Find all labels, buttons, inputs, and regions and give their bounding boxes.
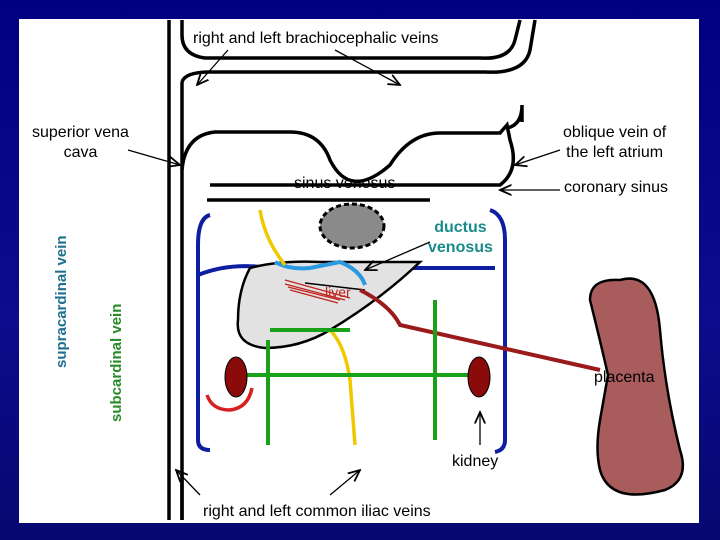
label-sinus-venosus: sinus venosus (294, 175, 396, 192)
label-arrows (127, 49, 561, 496)
subcardinal-vein-lines (247, 300, 490, 445)
left-kidney (224, 356, 248, 398)
label-placenta: placenta (594, 369, 655, 386)
left-vein-trunk (167, 19, 537, 520)
label-brachiocephalic: right and left brachiocephalic veins (193, 30, 439, 47)
sinus-venosus-outline (180, 104, 524, 202)
label-supracardinal-vein: supracardinal vein (53, 235, 70, 368)
liver-shape (236, 260, 424, 350)
label-superior-vena-cava: superior vena cava (32, 124, 129, 161)
supracardinal-right (489, 208, 507, 454)
label-iliac-veins: right and left common iliac veins (203, 503, 431, 520)
red-stub (205, 387, 254, 412)
umbilical-vein (359, 288, 601, 372)
vitelline-veins (258, 209, 357, 446)
label-oblique-vein: oblique vein of the left atrium (563, 124, 667, 161)
ductus-venosus-line (304, 282, 366, 291)
right-kidney (467, 356, 491, 398)
label-ductus-venosus: ductus venosus (428, 219, 493, 256)
liver-sinusoids (284, 279, 351, 304)
label-coronary-sinus: coronary sinus (564, 179, 669, 196)
label-subcardinal-vein: subcardinal vein (108, 303, 125, 422)
supracardinal-vein-line (196, 213, 211, 452)
placenta-shape (588, 277, 685, 496)
vitelline-blue-vein (274, 259, 367, 286)
label-liver: liver (325, 284, 351, 300)
label-kidney: kidney (452, 453, 499, 470)
heart-shape (318, 202, 386, 250)
